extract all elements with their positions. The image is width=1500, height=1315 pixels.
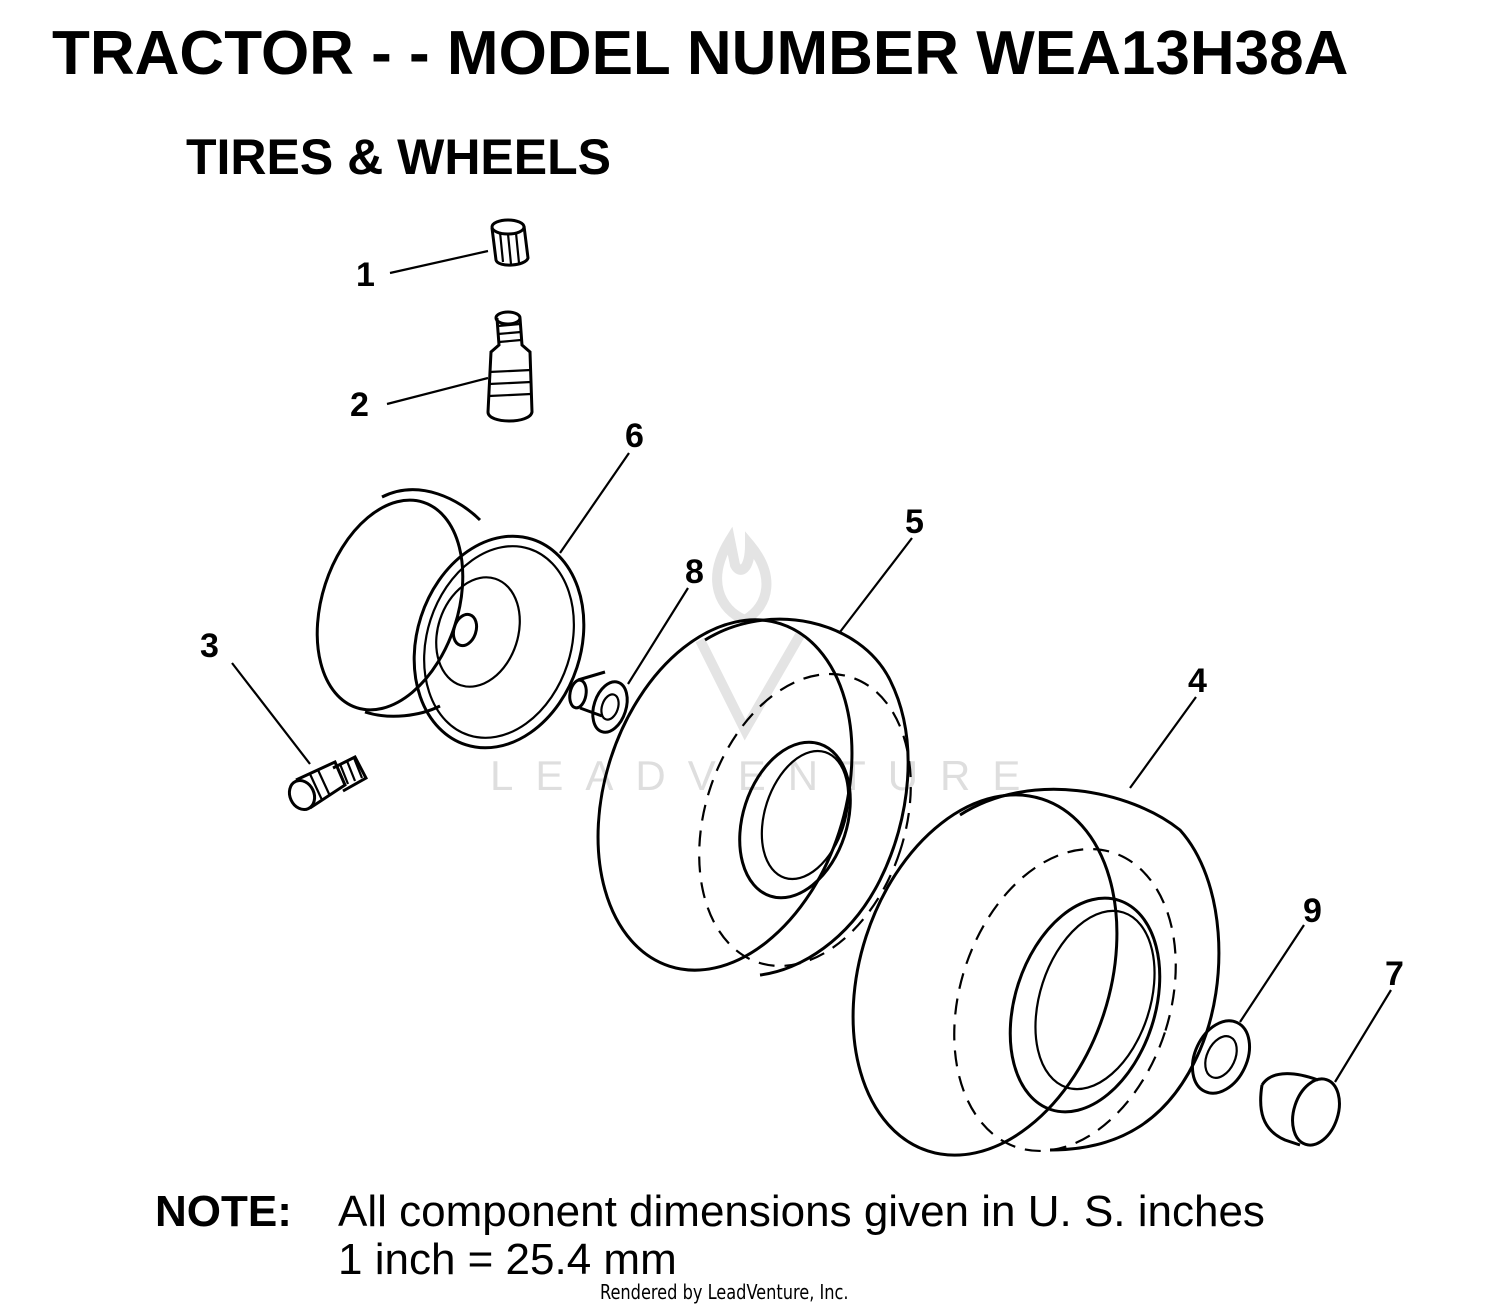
- footer-credit: Rendered by LeadVenture, Inc.: [600, 1280, 849, 1304]
- leader-line-5: [839, 537, 913, 633]
- callout-2: 2: [350, 386, 369, 424]
- callout-6: 6: [625, 417, 644, 455]
- leader-line-3: [231, 662, 311, 765]
- note-text-line-2: 1 inch = 25.4 mm: [338, 1235, 677, 1284]
- grease-fitting-part: [287, 755, 369, 812]
- callout-8: 8: [685, 553, 704, 591]
- callout-1: 1: [356, 256, 375, 294]
- wheel-rim-part: [315, 488, 586, 750]
- leader-line-7: [1334, 989, 1392, 1083]
- callout-5: 5: [905, 503, 924, 541]
- page-title: TRACTOR - - MODEL NUMBER WEA13H38A: [52, 19, 1349, 88]
- note-text-line-1: All component dimensions given in U. S. …: [338, 1187, 1265, 1236]
- bushing-part: [568, 670, 629, 734]
- outer-tire-part: [851, 787, 1221, 1157]
- leader-line-4: [1129, 696, 1197, 789]
- washer-part: [1190, 1019, 1252, 1095]
- callout-3: 3: [200, 627, 219, 665]
- leader-line-9: [1239, 924, 1305, 1023]
- callout-4: 4: [1188, 662, 1207, 700]
- note-label: NOTE:: [155, 1187, 292, 1236]
- leader-line-1: [389, 249, 489, 275]
- leader-line-6: [559, 452, 630, 554]
- callout-9: 9: [1303, 892, 1322, 930]
- hub-cap-part: [1259, 1072, 1341, 1147]
- inner-tire-part: [596, 617, 912, 977]
- callout-7: 7: [1385, 955, 1404, 993]
- leader-line-8: [627, 587, 689, 685]
- valve-cap-part: [490, 218, 530, 267]
- valve-stem-part: [486, 310, 534, 423]
- watermark-logo-icon: [695, 526, 805, 741]
- leader-line-2: [386, 376, 489, 406]
- section-title: TIRES & WHEELS: [186, 129, 612, 185]
- watermark-text: LEADVENTURE: [490, 752, 1043, 799]
